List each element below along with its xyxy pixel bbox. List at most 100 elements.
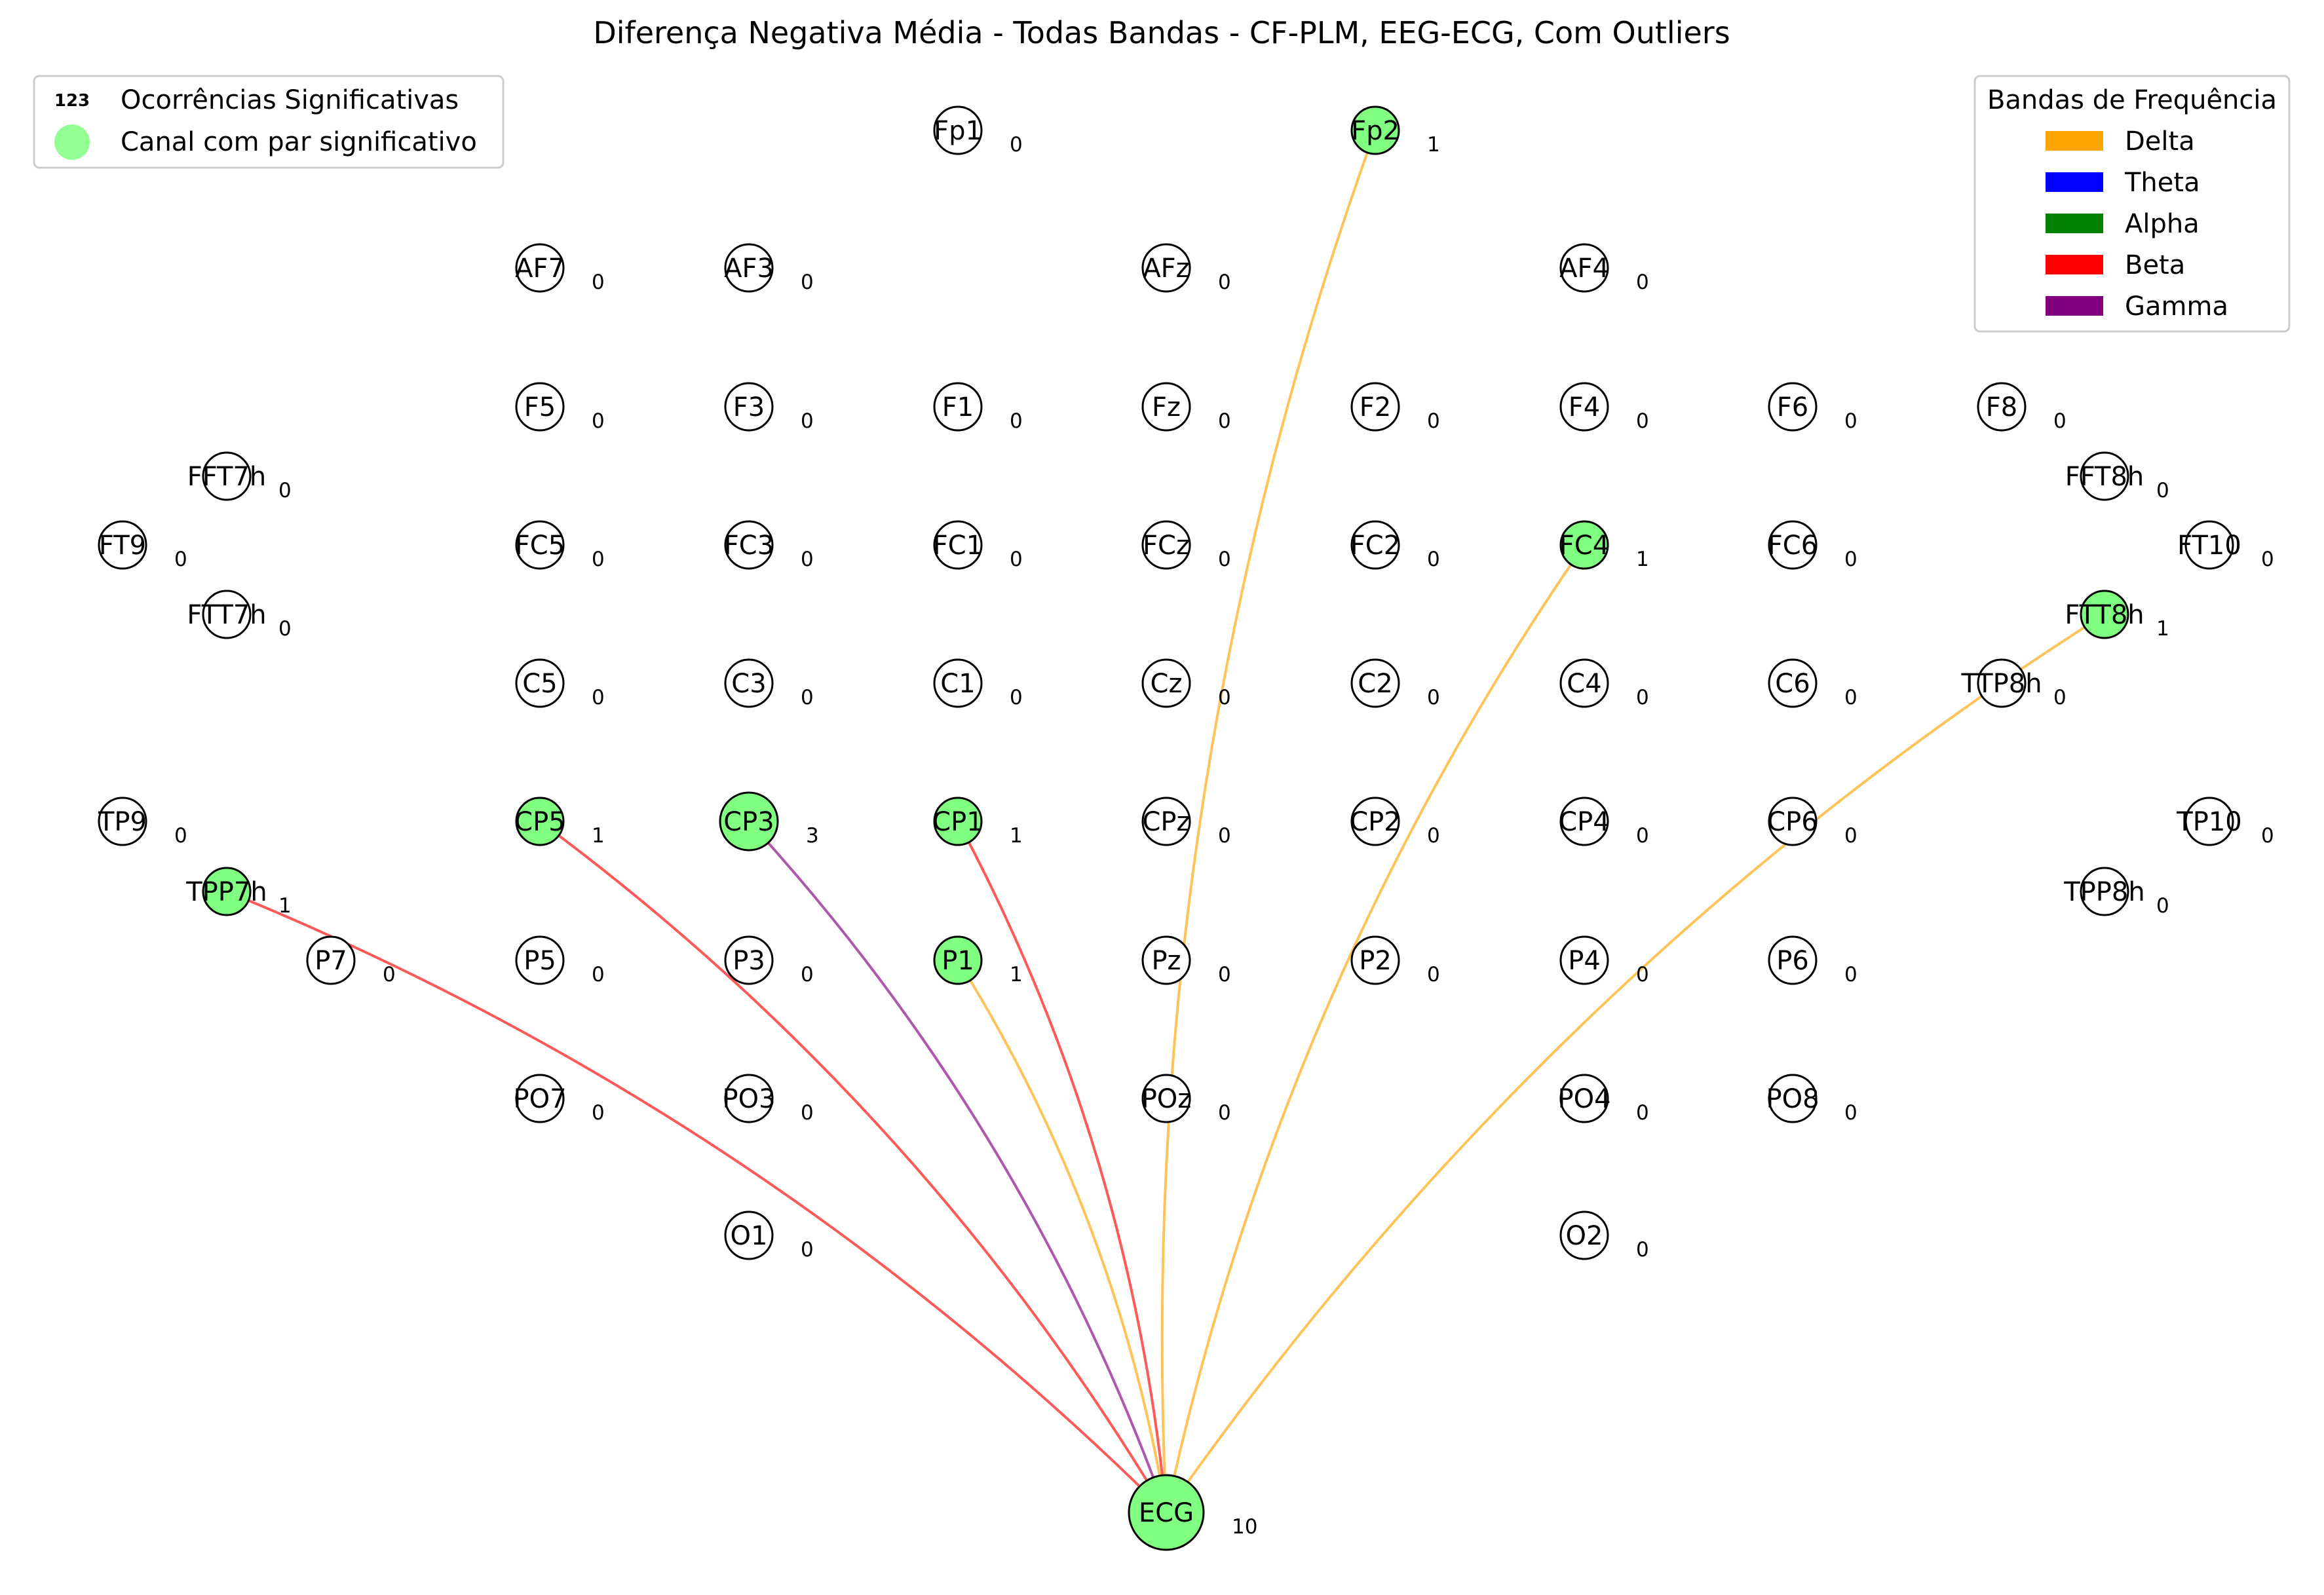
node-circle — [1350, 935, 1400, 985]
node-label: ECG — [1139, 1498, 1194, 1528]
node-label: TP9 — [98, 807, 147, 837]
node-label: FC5 — [515, 531, 565, 561]
node-circle — [2080, 590, 2129, 639]
node-label: FC2 — [1350, 531, 1400, 561]
node-circle — [1141, 382, 1191, 432]
legend-swatch — [2046, 296, 2103, 316]
occurrence-count: 0 — [592, 409, 605, 433]
node-ecg: ECG 10 — [1128, 1474, 1257, 1551]
node-circle — [1559, 935, 1609, 985]
node-label: F1 — [942, 392, 974, 422]
legend-significant-marker — [54, 124, 90, 160]
node-label: CP5 — [514, 807, 565, 837]
node-label: P1 — [942, 946, 974, 976]
node-circle — [98, 797, 147, 846]
edge-ecg-cp5 — [539, 820, 1168, 1514]
node-circle — [1768, 382, 1818, 432]
node-label: Fp2 — [1351, 116, 1400, 146]
occurrence-count: 10 — [1232, 1515, 1257, 1539]
edge-ecg-ftt8h — [1165, 613, 2106, 1514]
occurrence-count: 0 — [1218, 1101, 1231, 1125]
node-circle — [724, 1210, 774, 1260]
occurrence-count: 0 — [1636, 686, 1649, 709]
legend-significant-label: Canal com par significativo — [121, 127, 477, 157]
node-circle — [1768, 520, 1818, 570]
legend-band-gamma: Gamma — [2046, 291, 2228, 322]
node-cz: Cz 0 — [1141, 658, 1231, 709]
legend-bands-title: Bandas de Frequência — [1987, 85, 2277, 115]
occurrence-count: 0 — [1636, 963, 1649, 986]
node-circle — [1977, 658, 2027, 708]
occurrence-count: 0 — [2261, 824, 2274, 848]
node-label: C5 — [522, 669, 557, 699]
occurrence-count: 1 — [2156, 617, 2169, 641]
node-label: FCz — [1143, 531, 1190, 561]
occurrence-count: 0 — [592, 271, 605, 294]
occurrence-count: 0 — [174, 548, 187, 571]
node-circle — [515, 1074, 565, 1123]
node-circle — [1977, 382, 2027, 432]
node-label: CP6 — [1767, 807, 1818, 837]
node-circle — [1559, 520, 1609, 570]
node-label: PO3 — [722, 1084, 775, 1114]
node-circle — [515, 797, 565, 846]
occurrence-count: 0 — [1636, 271, 1649, 294]
node-label: AFz — [1143, 253, 1189, 284]
node-label: PO8 — [1766, 1084, 1819, 1114]
node-circle — [933, 105, 983, 155]
legend-swatch — [2046, 172, 2103, 192]
node-label: FT10 — [2177, 531, 2241, 561]
occurrence-count: 0 — [801, 409, 814, 433]
node-label: F4 — [1569, 392, 1600, 422]
node-label: O2 — [1566, 1221, 1603, 1251]
node-label: FC1 — [933, 531, 983, 561]
node-circle — [724, 1074, 774, 1123]
node-circle — [2184, 520, 2234, 570]
node-o2: O2 0 — [1559, 1210, 1649, 1262]
occurrence-count: 1 — [592, 824, 605, 848]
node-label: FC4 — [1559, 531, 1609, 561]
node-label: Cz — [1151, 669, 1183, 699]
occurrence-count: 0 — [592, 963, 605, 986]
node-circle — [1768, 935, 1818, 985]
legend-band-label: Delta — [2125, 126, 2195, 157]
occurrence-count: 0 — [278, 479, 292, 502]
occurrence-count: 0 — [1218, 686, 1231, 709]
occurrence-count: 0 — [383, 963, 396, 986]
node-circle — [306, 935, 356, 985]
node-circle — [515, 243, 565, 293]
occurrence-count: 0 — [1636, 1101, 1649, 1125]
occurrence-count: 0 — [2156, 479, 2169, 502]
occurrence-count: 0 — [1844, 409, 1857, 433]
node-circle — [1141, 658, 1191, 708]
occurrence-count: 0 — [1636, 1238, 1649, 1262]
node-circle — [724, 243, 774, 293]
legend-band-delta: Delta — [2046, 126, 2195, 157]
occurrence-count: 1 — [1427, 133, 1440, 157]
node-label: Pz — [1151, 946, 1181, 976]
node-label: TPP8h — [2063, 877, 2144, 907]
occurrence-count: 0 — [1636, 824, 1649, 848]
node-circle — [515, 382, 565, 432]
